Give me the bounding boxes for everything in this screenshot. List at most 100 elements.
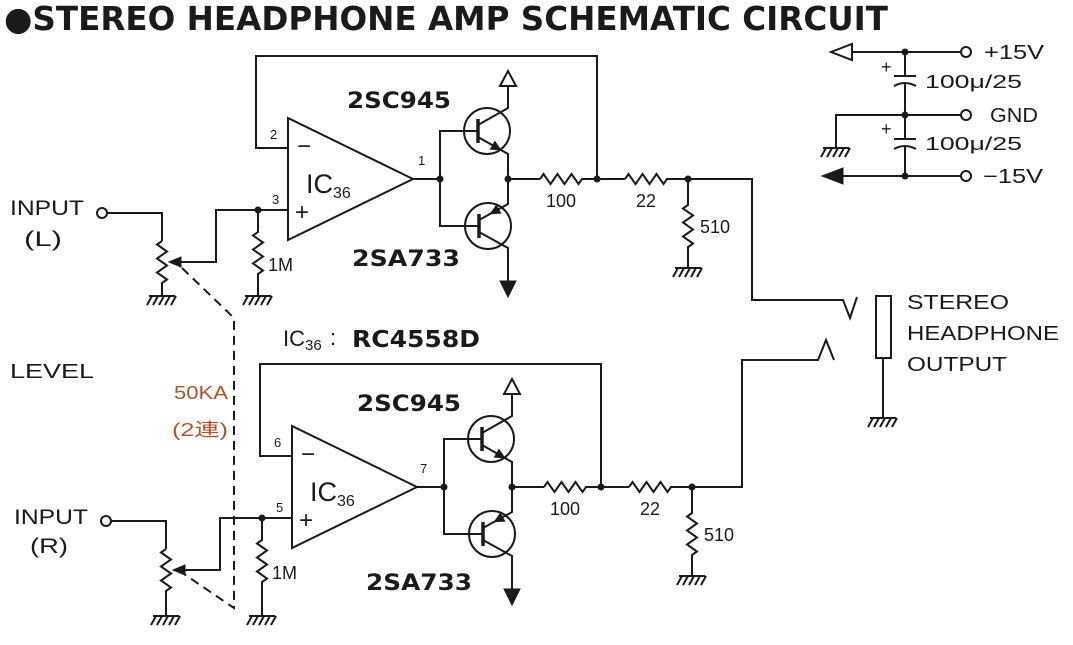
positive-rail-arrow	[828, 42, 853, 62]
negative-rail-label: −15V	[983, 166, 1044, 188]
ganged-pot-link	[181, 267, 235, 610]
output-label-line2: HEADPHONE	[907, 323, 1059, 345]
npn-label: 2SC945	[347, 89, 451, 114]
ic-part-separator: :	[330, 325, 336, 350]
opamp-label: IC36	[306, 169, 351, 202]
level-label: LEVEL	[10, 361, 94, 383]
negative-rail-terminal	[960, 170, 972, 182]
channel-right: INPUT (R) 1M 6 5 7 − + IC36 2SC945	[14, 363, 734, 626]
pnp-base-wire	[443, 487, 483, 535]
feedback-wire	[259, 363, 602, 487]
negative-supply-arrow	[499, 280, 517, 299]
opamp-label-sub: 36	[333, 185, 351, 202]
pnp-label: 2SA733	[366, 571, 472, 596]
ground-symbol	[867, 417, 898, 428]
pnp-transistor	[464, 179, 517, 299]
input-label: INPUT	[14, 506, 88, 529]
input-channel-label: (R)	[30, 535, 68, 558]
ground-symbol	[820, 147, 851, 158]
ground-symbol	[150, 615, 181, 626]
output-label-line3: OUTPUT	[907, 354, 1007, 376]
opamp	[287, 116, 416, 242]
pnp-base-wire	[439, 179, 479, 227]
input-label: INPUT	[10, 197, 84, 220]
output-pin-number: 7	[420, 461, 427, 476]
inverting-pin-number: 2	[270, 127, 277, 142]
capacitor-lower-polarity: +	[881, 119, 892, 139]
headphone-jack-plug	[875, 295, 892, 359]
ground-symbol	[672, 267, 703, 278]
positive-supply-arrow	[498, 68, 518, 87]
npn-base-wire	[439, 130, 478, 179]
ic-part-ref: IC36	[283, 326, 322, 354]
capacitor-upper-label: 100μ/25	[925, 72, 1022, 92]
output-label-line1: STEREO	[907, 292, 1009, 314]
bias-resistor-label: 1M	[268, 255, 293, 275]
positive-rail-terminal	[960, 46, 972, 58]
noninverting-sign: +	[299, 507, 313, 534]
pot-wiper-arrow	[167, 256, 182, 268]
positive-supply-arrow	[502, 376, 522, 395]
bias-resistor	[251, 210, 265, 296]
opamp-label-prefix: IC	[306, 169, 333, 199]
pnp-label: 2SA733	[352, 247, 460, 272]
load-resistor-label: 510	[700, 217, 730, 237]
junction-dot	[901, 172, 909, 180]
noninverting-sign: +	[295, 199, 309, 226]
output-resistor	[539, 172, 625, 186]
load-resistor-label: 510	[704, 525, 734, 545]
diagram-title: ●STEREO HEADPHONE AMP SCHEMATIC CIRCUIT	[4, 0, 888, 38]
pnp-transistor	[468, 487, 521, 607]
ground-symbol	[676, 575, 707, 586]
npn-label: 2SC945	[357, 392, 461, 417]
bias-resistor	[255, 518, 269, 616]
capacitor-lower	[893, 115, 917, 176]
left-output-wire	[688, 178, 858, 321]
negative-supply-arrow	[503, 588, 521, 607]
positive-rail-label: +15V	[984, 42, 1045, 64]
noninv-input-wire	[181, 209, 288, 263]
input-channel-label: (L)	[24, 228, 62, 251]
gnd-wire	[835, 114, 961, 148]
gnd-terminal	[960, 109, 972, 121]
noninv-input-wire	[185, 517, 292, 571]
series-resistor	[624, 172, 688, 186]
pot-wiper-arrow	[171, 564, 186, 576]
npn-transistor	[467, 376, 522, 487]
feedback-wire	[255, 55, 598, 179]
ic-part-number: RC4558D	[352, 327, 480, 353]
input-wire	[107, 212, 163, 241]
series-resistor-label: 22	[636, 191, 656, 211]
junction-dot	[597, 483, 605, 491]
input-terminal	[96, 207, 108, 219]
series-resistor-label: 22	[640, 499, 660, 519]
noninverting-pin-number: 5	[276, 500, 283, 515]
pot-gang-note: (2連)	[172, 420, 228, 440]
ic-part-note: IC36 : RC4558D	[283, 325, 480, 354]
npn-transistor	[463, 68, 518, 179]
gnd-label: GND	[990, 105, 1038, 127]
capacitor-lower-label: 100μ/25	[925, 134, 1022, 154]
output-resistor-label: 100	[550, 499, 580, 519]
junction-dot	[593, 175, 601, 183]
ground-symbol	[242, 295, 273, 306]
load-resistor	[681, 179, 695, 268]
inverting-pin-number: 6	[274, 435, 281, 450]
input-terminal	[100, 515, 112, 527]
opamp-label-prefix: IC	[310, 477, 337, 507]
right-output-wire	[692, 337, 835, 488]
ic-part-prefix: IC	[283, 326, 305, 351]
capacitor-upper	[893, 52, 917, 115]
opamp-label-sub: 36	[337, 493, 355, 510]
negative-rail-arrow	[820, 167, 844, 185]
pot-value-label: 50KA	[174, 383, 228, 403]
output-pin-number: 1	[418, 153, 425, 168]
power-supply: +15V + 100μ/25 GND + 100μ/25 −15V	[820, 42, 1045, 188]
output-resistor	[543, 480, 629, 494]
ground-symbol	[246, 615, 277, 626]
load-resistor	[685, 487, 699, 576]
level-potentiometer	[159, 548, 173, 616]
opamp	[291, 424, 420, 550]
npn-base-wire	[443, 438, 482, 487]
